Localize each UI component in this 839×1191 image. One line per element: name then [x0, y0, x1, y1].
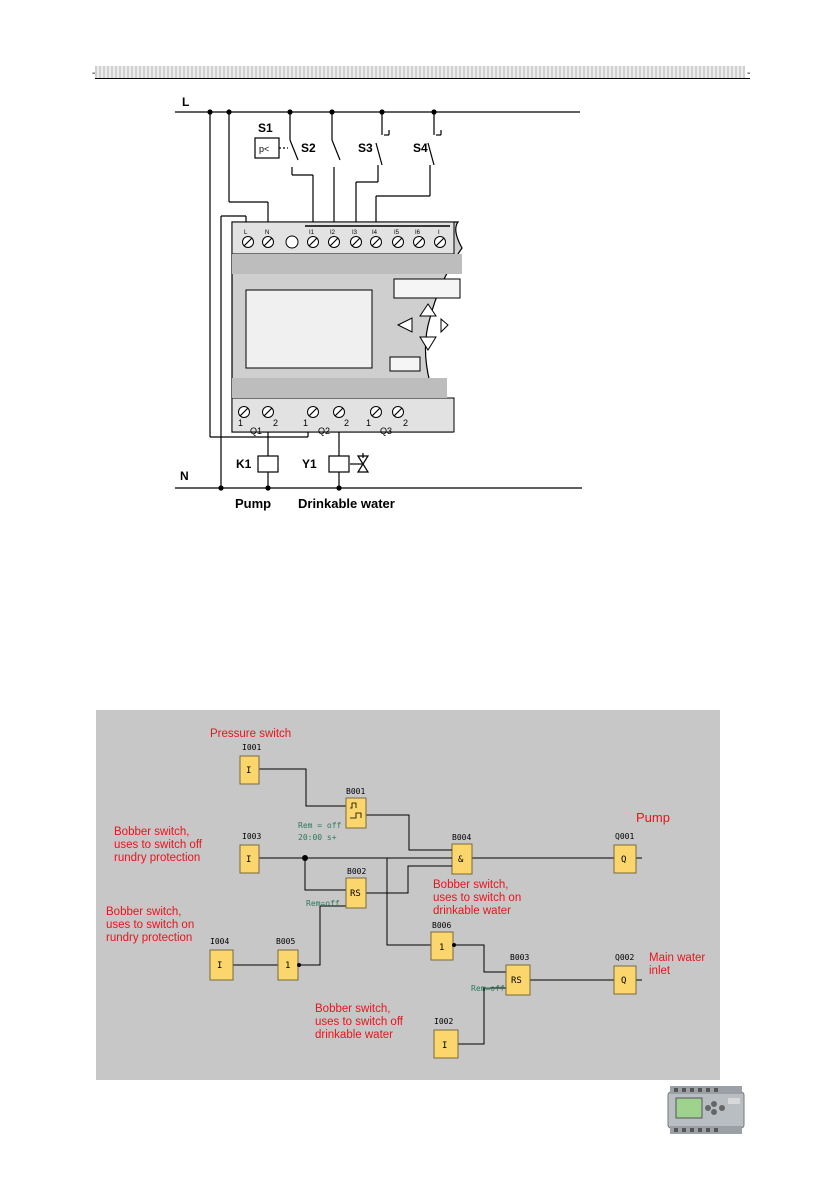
label-bobber-on-drinkable: Bobber switch,: [433, 879, 508, 891]
terminal-label: I3: [352, 230, 358, 236]
header-pattern-bar: [95, 66, 745, 78]
switch-s3-label: S3: [358, 141, 373, 155]
block-b005: 1 B005: [276, 937, 301, 981]
svg-text:I004: I004: [210, 937, 229, 946]
out-pin-label: 2: [344, 418, 349, 428]
terminal-label: I: [438, 230, 440, 236]
label-bobber-off-rundry: Bobber switch,: [114, 826, 189, 838]
block-b003: RS B003: [505, 953, 531, 996]
svg-text:RS: RS: [350, 889, 361, 899]
fbd-junctions: [302, 855, 308, 861]
svg-text:drinkable water: drinkable water: [315, 1029, 393, 1041]
switch-s1-label: S1: [258, 121, 273, 135]
output-q2-label: Q2: [318, 426, 330, 436]
terminal-label: I6: [415, 230, 421, 236]
header-rule: [95, 78, 750, 79]
svg-text:uses to switch off: uses to switch off: [315, 1016, 404, 1028]
svg-text:RS: RS: [511, 976, 522, 986]
b001-rem-param: Rem = off: [298, 821, 342, 830]
svg-text:uses to switch on: uses to switch on: [106, 919, 194, 931]
svg-text:B002: B002: [347, 867, 366, 876]
block-q001: Q Q001: [613, 832, 637, 874]
out-pin-label: 2: [403, 418, 408, 428]
svg-text:Q002: Q002: [615, 953, 634, 962]
svg-text:Q: Q: [621, 976, 626, 986]
terminal-label: L: [244, 230, 248, 236]
svg-text:B006: B006: [432, 921, 451, 930]
terminal-label: I1: [309, 230, 315, 236]
output-q1-label: Q1: [250, 426, 262, 436]
header-dash-right: -: [747, 68, 751, 79]
svg-text:Q001: Q001: [615, 832, 634, 841]
switch-s2-label: S2: [301, 141, 316, 155]
svg-text:I001: I001: [242, 743, 261, 752]
label-bobber-on-rundry: Bobber switch,: [106, 906, 181, 918]
fbd-panel: [96, 710, 720, 1080]
b002-rem-param: Rem=off: [306, 899, 340, 908]
label-main-water-inlet: Main water: [649, 952, 705, 964]
label-pump: Pump: [636, 810, 670, 825]
svg-text:Q: Q: [621, 855, 626, 865]
svg-text:I: I: [246, 766, 251, 776]
svg-text:B005: B005: [276, 937, 295, 946]
svg-text:uses to switch off: uses to switch off: [114, 839, 203, 851]
fbd-connections: [233, 768, 642, 1045]
block-q002: Q Q002: [613, 953, 637, 995]
relay-k1-label: K1: [236, 457, 252, 471]
svg-text:B004: B004: [452, 833, 471, 842]
fbd-blocks: I I001 B001 I I003 & B004 Q Q001: [209, 743, 637, 1059]
svg-text:inlet: inlet: [649, 965, 671, 977]
plc-module: [231, 221, 463, 433]
label-pressure-switch: Pressure switch: [210, 728, 291, 740]
svg-text:B001: B001: [346, 787, 365, 796]
terminal-label: I5: [394, 230, 400, 236]
terminal-label: I2: [330, 230, 336, 236]
svg-text:I: I: [442, 1041, 447, 1051]
fbd-annotations: Pressure switch Pump Bobber switch, uses…: [106, 728, 705, 1041]
block-i001: I I001: [239, 743, 261, 785]
caption-pump: Pump: [235, 496, 271, 511]
svg-text:&: &: [458, 855, 464, 865]
block-b001: B001: [345, 787, 367, 829]
out-pin-label: 1: [366, 418, 371, 428]
svg-text:1: 1: [439, 943, 444, 953]
logo-plc-device-icon: [667, 1086, 745, 1134]
svg-text:rundry protection: rundry protection: [106, 932, 192, 944]
pressure-symbol: p<: [259, 144, 269, 154]
svg-text:drinkable water: drinkable water: [433, 905, 511, 917]
svg-text:B003: B003: [510, 953, 529, 962]
wiring-diagram: [175, 109, 582, 491]
label-bobber-off-drinkable: Bobber switch,: [315, 1003, 390, 1015]
header-dash-left: -: [92, 68, 96, 79]
out-pin-label: 1: [238, 418, 243, 428]
svg-text:I003: I003: [242, 832, 261, 841]
switch-s4-label: S4: [413, 141, 428, 155]
rail-l-label: L: [182, 95, 189, 109]
block-b006: 1 B006: [430, 921, 456, 961]
relay-y1-label: Y1: [302, 457, 317, 471]
svg-text:uses to switch on: uses to switch on: [433, 892, 521, 904]
svg-text:rundry protection: rundry protection: [114, 852, 200, 864]
out-pin-label: 2: [273, 418, 278, 428]
svg-text:I002: I002: [434, 1017, 453, 1026]
block-b004: & B004: [447, 833, 473, 875]
block-i002: I I002: [433, 1017, 459, 1059]
output-q3-label: Q3: [380, 426, 392, 436]
block-i004: I I004: [209, 937, 234, 981]
b001-time-param: 20:00 s+: [298, 833, 337, 842]
caption-drinkable-water: Drinkable water: [298, 496, 395, 511]
terminal-label: N: [265, 230, 269, 236]
terminal-label: I4: [372, 230, 378, 236]
out-pin-label: 1: [303, 418, 308, 428]
svg-text:I: I: [217, 961, 222, 971]
rail-n-label: N: [180, 469, 189, 483]
svg-text:I: I: [246, 855, 251, 865]
svg-text:1: 1: [285, 961, 290, 971]
block-i003: I I003: [239, 832, 261, 874]
block-b002: RS B002: [345, 867, 367, 909]
b003-rem-param: Rem=off: [471, 984, 505, 993]
